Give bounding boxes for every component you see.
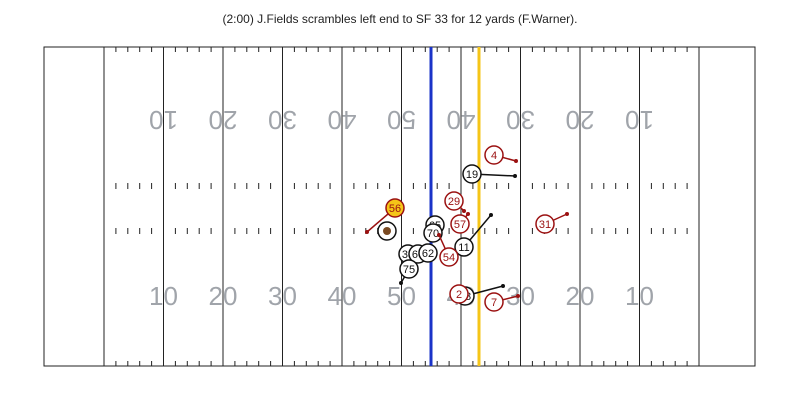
player-circle bbox=[449, 284, 469, 304]
player-number: 7 bbox=[491, 297, 497, 309]
yard-number-top: 10 bbox=[149, 105, 178, 135]
arrow-head bbox=[514, 159, 518, 163]
arrow-head bbox=[466, 212, 470, 216]
player-circle bbox=[450, 214, 470, 234]
player-number: 70 bbox=[427, 228, 439, 240]
player-circle bbox=[444, 191, 464, 211]
player-circle bbox=[423, 223, 443, 243]
hash-marks bbox=[115, 47, 688, 366]
yard-number-top: 40 bbox=[328, 105, 357, 135]
player-number: 57 bbox=[454, 219, 466, 231]
play-description: (2:00) J.Fields scrambles left end to SF… bbox=[222, 12, 578, 26]
player-marker: 54 bbox=[437, 233, 459, 267]
yard-number-top: 10 bbox=[625, 105, 654, 135]
player-circle bbox=[484, 292, 504, 312]
player-number: 2 bbox=[456, 289, 462, 301]
yard-number-top: 50 bbox=[387, 105, 416, 135]
player-circle bbox=[439, 247, 459, 267]
football-icon bbox=[383, 227, 391, 235]
players: 4192956573165701133666254751872 bbox=[365, 145, 569, 312]
yard-number-bottom: 50 bbox=[387, 281, 416, 311]
yard-number-top: 20 bbox=[566, 105, 595, 135]
player-marker: 75 bbox=[399, 259, 419, 285]
player-marker: 31 bbox=[535, 212, 569, 234]
player-marker: 19 bbox=[462, 164, 517, 184]
player-circle bbox=[418, 243, 438, 263]
player-marker: 70 bbox=[423, 223, 443, 243]
player-marker: 56 bbox=[365, 198, 405, 234]
yard-number-bottom: 10 bbox=[149, 281, 178, 311]
arrow-head bbox=[437, 233, 441, 237]
player-marker: 4 bbox=[484, 145, 518, 165]
player-circle bbox=[535, 214, 555, 234]
player-circle bbox=[484, 145, 504, 165]
player-number: 54 bbox=[443, 252, 455, 264]
yard-number-top: 30 bbox=[268, 105, 297, 135]
arrow-head bbox=[516, 294, 520, 298]
arrow-head bbox=[399, 281, 403, 285]
player-marker: 2 bbox=[449, 284, 469, 304]
player-marker: 7 bbox=[484, 292, 520, 312]
player-number: 75 bbox=[403, 264, 415, 276]
player-number: 56 bbox=[389, 203, 401, 215]
player-marker: 11 bbox=[454, 213, 493, 257]
player-number: 29 bbox=[448, 196, 460, 208]
player-number: 11 bbox=[458, 242, 469, 254]
yard-number-bottom: 20 bbox=[209, 281, 238, 311]
player-marker: 57 bbox=[450, 212, 470, 234]
yard-numbers-top: 10 20 30 40 50 40 30 20 10 bbox=[149, 105, 654, 135]
field-border bbox=[43, 46, 756, 367]
arrow-head bbox=[489, 213, 493, 217]
yard-number-bottom: 40 bbox=[328, 281, 357, 311]
player-number: 31 bbox=[539, 219, 551, 231]
player-number: 4 bbox=[491, 150, 497, 162]
yard-number-bottom: 10 bbox=[625, 281, 654, 311]
yard-number-bottom: 20 bbox=[566, 281, 595, 311]
player-circle bbox=[385, 198, 405, 218]
arrow-head bbox=[565, 212, 569, 216]
player-number: 62 bbox=[422, 248, 434, 260]
yard-number-top: 40 bbox=[447, 105, 476, 135]
player-marker: 29 bbox=[444, 191, 466, 213]
yard-number-bottom: 30 bbox=[268, 281, 297, 311]
field-lines bbox=[43, 46, 756, 367]
yard-number-top: 20 bbox=[209, 105, 238, 135]
arrow-head bbox=[365, 230, 369, 234]
arrow-head bbox=[513, 174, 517, 178]
player-circle bbox=[399, 259, 419, 279]
player-circle bbox=[462, 164, 482, 184]
player-marker: 62 bbox=[418, 243, 438, 263]
player-number: 19 bbox=[466, 169, 478, 181]
player-circle bbox=[454, 237, 474, 257]
arrow-head bbox=[501, 284, 505, 288]
yard-number-bottom: 30 bbox=[506, 281, 535, 311]
yard-number-top: 30 bbox=[506, 105, 535, 135]
arrow-head bbox=[462, 209, 466, 213]
